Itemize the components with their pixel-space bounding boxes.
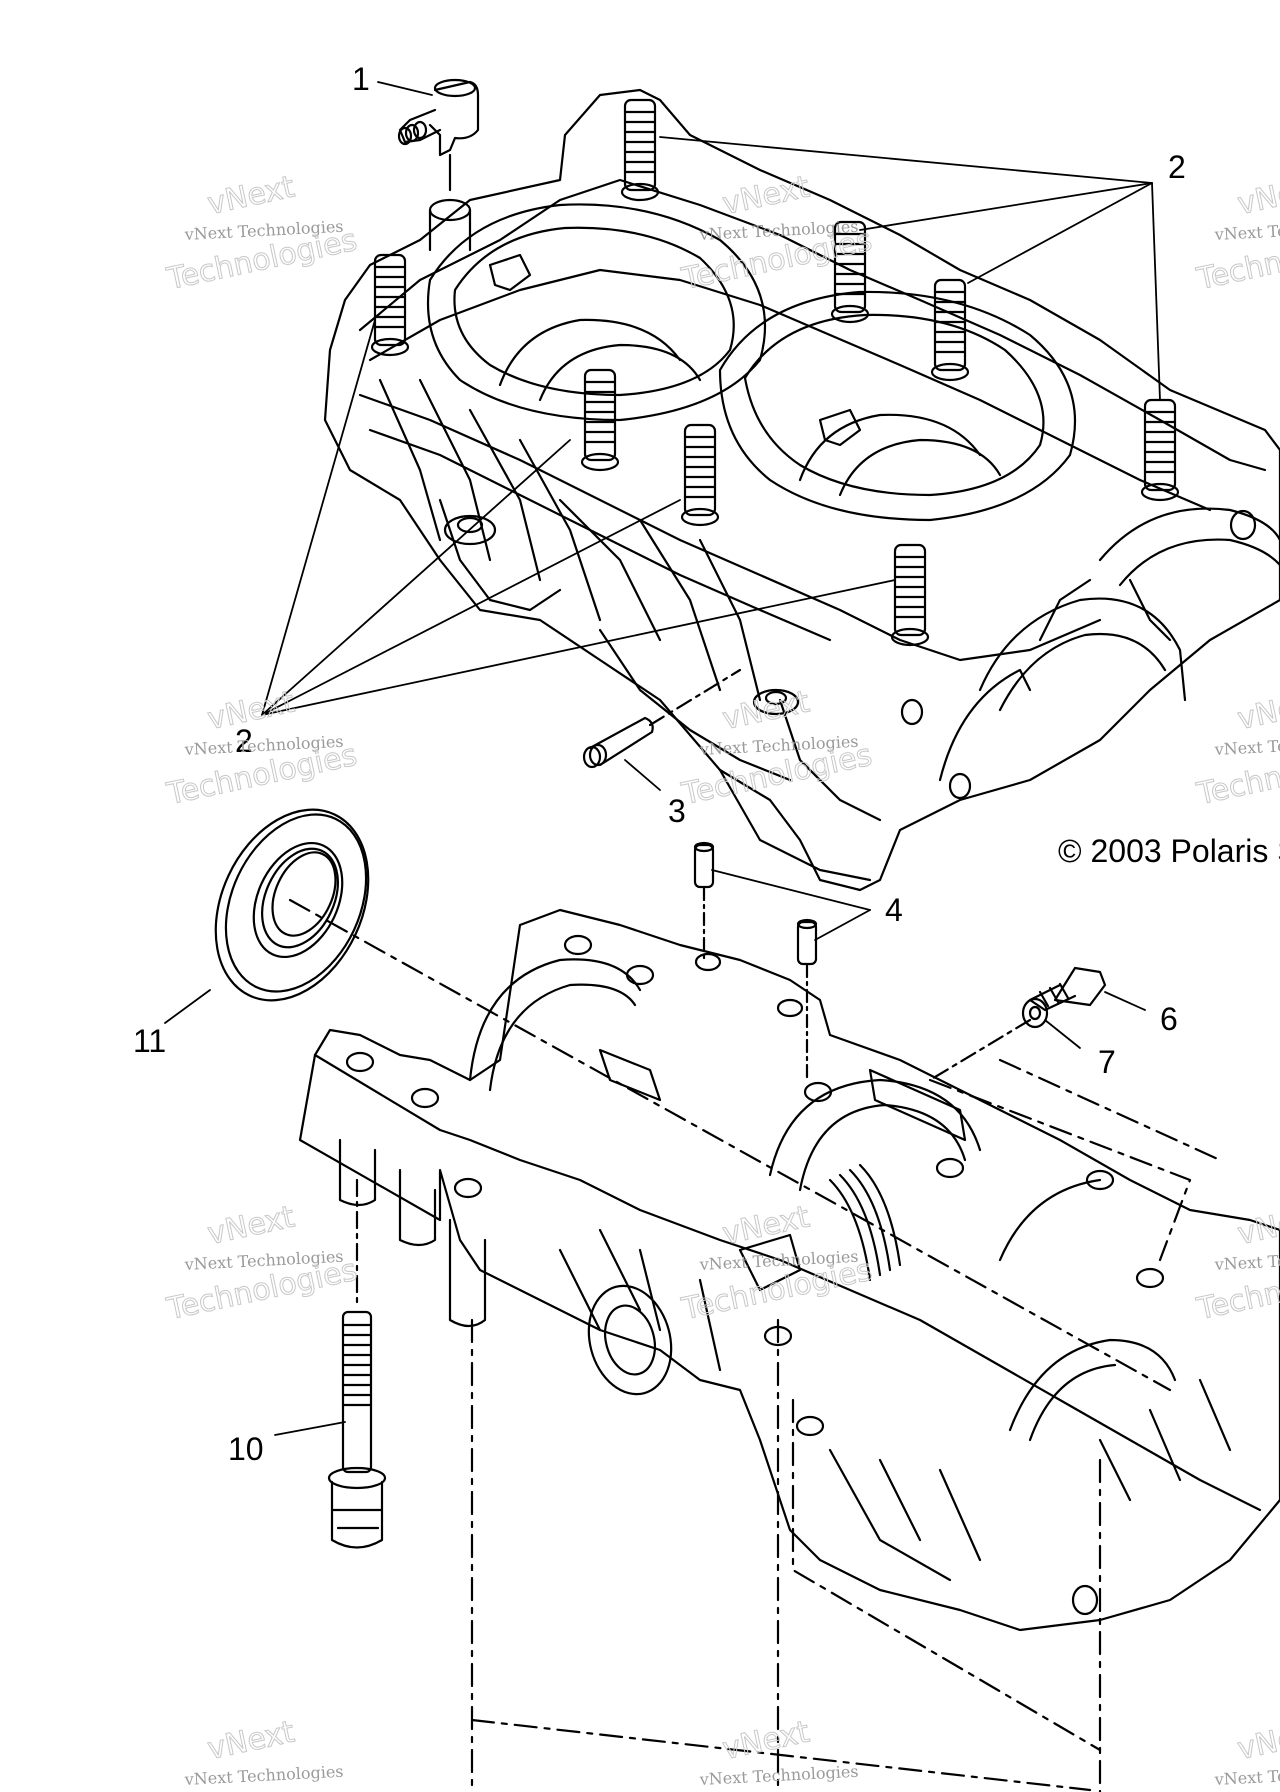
washer-part-7 <box>928 997 1049 1082</box>
watermark: vNext vNext Technologies Technologies <box>163 1199 361 1328</box>
upper-crankcase <box>323 88 1280 892</box>
svg-text:vNext: vNext <box>1235 685 1280 738</box>
svg-text:vNext: vNext <box>1235 1715 1280 1768</box>
copyright-notice: © 2003 Polaris S <box>1058 833 1280 869</box>
cylinder-studs <box>370 98 1180 647</box>
stud <box>620 98 660 202</box>
callout-10: 10 <box>228 1431 264 1467</box>
stud <box>890 543 930 647</box>
svg-text:vNext: vNext <box>1235 170 1280 223</box>
dowel-pins <box>693 841 818 1082</box>
stud <box>930 278 970 382</box>
watermark: vNext vNext Technologies <box>698 1714 859 1789</box>
callout-3: 3 <box>668 793 686 829</box>
callout-7: 7 <box>1098 1044 1116 1080</box>
callout-4: 4 <box>885 892 903 928</box>
stud <box>580 368 620 472</box>
lower-crankcase <box>298 908 1280 1632</box>
watermark: vNext vNext Technologies <box>1213 1714 1280 1789</box>
svg-text:vNext: vNext <box>1235 1200 1280 1253</box>
svg-text:vNext Technologies: vNext Technologies <box>183 1762 344 1789</box>
svg-text:vNext: vNext <box>205 170 298 223</box>
watermark: vNext vNext Technologies Technologies <box>163 684 361 813</box>
watermark: vNext vNext Technologies Technologies <box>1193 684 1280 813</box>
svg-text:vNext: vNext <box>720 1200 813 1253</box>
watermark: vNext vNext Technologies Technologies <box>678 684 876 813</box>
callout-6: 6 <box>1160 1001 1178 1037</box>
watermark: vNext vNext Technologies Technologies <box>678 169 876 298</box>
crank-seal <box>214 808 1172 1392</box>
watermark: vNext vNext Technologies Technologies <box>678 1199 876 1328</box>
stud <box>370 253 410 357</box>
stud <box>830 220 870 324</box>
bolt-part-10 <box>327 1178 387 1549</box>
svg-text:vNext: vNext <box>720 170 813 223</box>
bolt-part-6 <box>1028 966 1107 1012</box>
callout-1: 1 <box>352 61 370 97</box>
svg-text:vNext: vNext <box>720 685 813 738</box>
elbow-fitting <box>397 78 480 252</box>
callout-2-left: 2 <box>235 723 253 759</box>
leader-lines <box>164 81 1161 1436</box>
callout-labels: 1 2 2 3 4 6 7 10 11 <box>133 61 1186 1467</box>
watermark: vNext vNext Technologies <box>183 1714 344 1789</box>
svg-text:vNext: vNext <box>205 1715 298 1768</box>
stud <box>1140 398 1180 502</box>
assembly-guide-lines <box>470 1058 1222 1792</box>
watermark: vNext vNext Technologies Technologies <box>1193 1199 1280 1328</box>
pin-part-3 <box>582 668 742 769</box>
watermark: vNext vNext Technologies Technologies <box>1193 169 1280 298</box>
watermark: vNext vNext Technologies Technologies <box>163 169 361 298</box>
callout-2-top: 2 <box>1168 149 1186 185</box>
callout-11: 11 <box>133 1023 166 1059</box>
watermarks: vNext vNext Technologies Technologies vN… <box>163 169 1280 1789</box>
stud <box>680 423 720 527</box>
svg-text:vNext: vNext <box>720 1715 813 1768</box>
svg-text:vNext: vNext <box>205 1200 298 1253</box>
